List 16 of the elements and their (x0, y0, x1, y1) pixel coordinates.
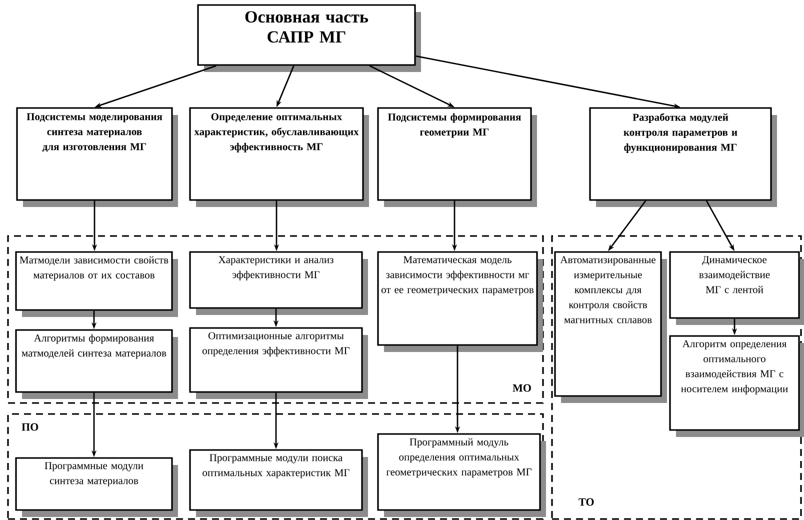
process-box: Программные модули синтеза материалов (15, 457, 178, 517)
process-box: Алгоритмы формирования матмоделей синтеза материалов (15, 329, 178, 399)
process-box: Оптимизационные алгоритмы определения эффективности МГ (189, 327, 368, 399)
process-box: Подсистемы моделирования синтеза материалов для изготовления МГ (16, 107, 178, 207)
process-box: Подсистемы формирования геометрии МГ (377, 107, 537, 207)
process-box: Программный модуль определения оптимальных геометрических параметров МГ (377, 433, 546, 517)
process-box: Математическая модель зависимости эффективности мг от ее геометрических параметров (377, 251, 543, 352)
process-box: Алгоритм определения оптимального взаимодействия МГ с носителем информации (669, 335, 804, 437)
process-box: Разработка модулей контроля параметров и функционирования МГ (589, 107, 777, 207)
process-box: Характеристики и анализ эффективности МГ (189, 251, 368, 315)
process-box: Динамическое взаимодействие МГ с лентой (669, 251, 804, 325)
process-box: Программные модули поиска оптимальных характеристик МГ (189, 449, 368, 517)
process-box: Матмодели зависимости свойств материалов от их составов (15, 251, 178, 317)
process-box: Определение оптимальных характеристик, обуславливающих эффективность МГ (189, 107, 369, 207)
process-box: Автоматизированные измерительные комплексы для контроля свойств магнитных сплавов (554, 251, 667, 403)
title-box: Основная часть САПР МГ (197, 4, 421, 72)
